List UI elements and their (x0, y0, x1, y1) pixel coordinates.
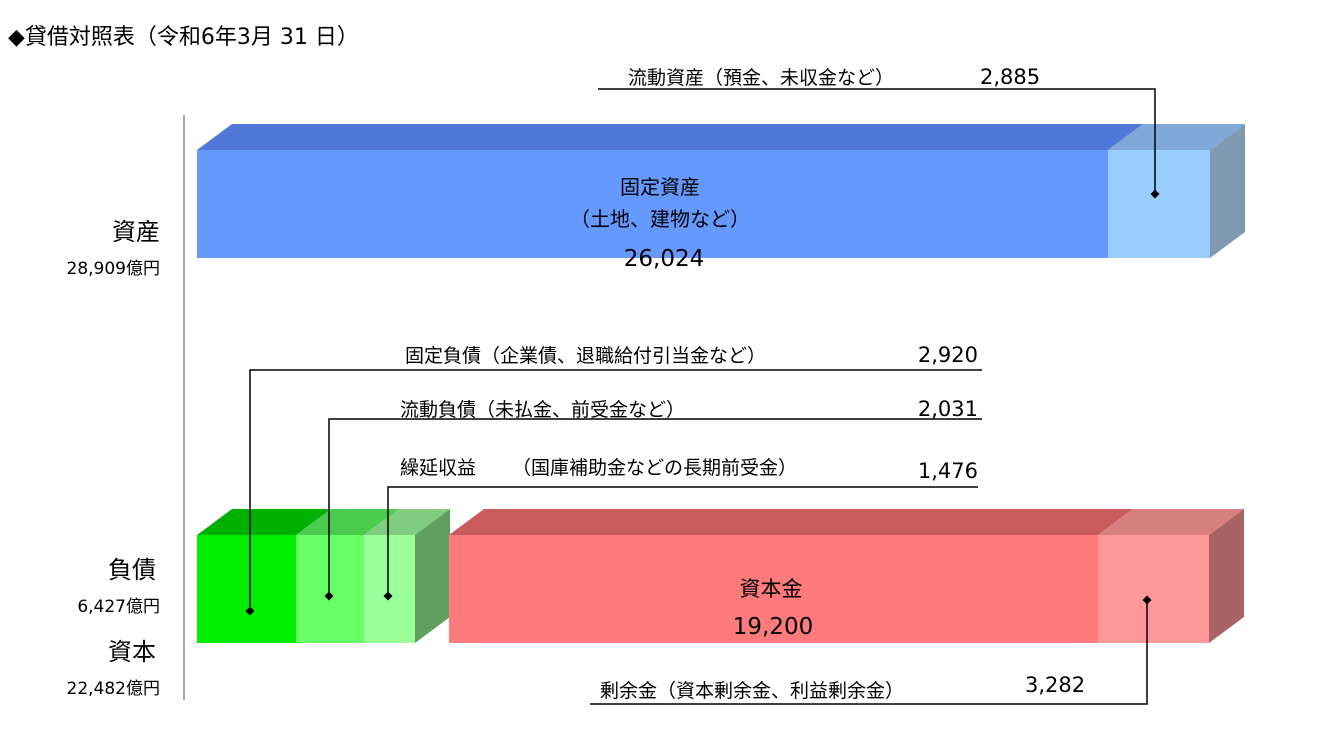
category-assets-label: 資産 (112, 218, 160, 246)
bar-current-liabilities (296, 535, 364, 643)
bar-capital-stock (449, 535, 1098, 643)
liabilities-bar-group (197, 509, 450, 643)
surplus-value-label: 3,282 (1025, 673, 1085, 697)
deferred-revenue-leader-line (383, 486, 978, 601)
current-liabilities-value-label: 2,031 (918, 397, 978, 421)
deferred-revenue-value-label: 1,476 (918, 459, 978, 483)
deferred-revenue-label-2: （国庫補助金などの長期前受金） (512, 457, 797, 479)
capital-bar-group (449, 509, 1244, 643)
bar-fixed-liabilities (197, 535, 296, 643)
bar-fixed-assets (197, 150, 1108, 258)
fixed-assets-label-2: （土地、建物など） (570, 207, 750, 231)
current-assets-leader-line (598, 88, 1160, 199)
capital-stock-label: 資本金 (740, 577, 803, 601)
current-assets-label: 流動資産（預金、未収金など） (628, 67, 894, 89)
bar-current-assets (1108, 150, 1210, 258)
category-liabilities-label: 負債 (108, 556, 156, 584)
deferred-revenue-label-1: 繰延収益 (400, 457, 476, 479)
bar-surplus (1098, 535, 1209, 643)
bar-current-liabilities-top (296, 509, 399, 535)
fixed-liabilities-leader-line (245, 369, 982, 616)
fixed-liabilities-label: 固定負債（企業債、退職給付引当金など） (405, 345, 766, 367)
bar-fixed-assets-top (197, 124, 1143, 150)
category-assets-total: 28,909億円 (67, 259, 160, 279)
surplus-label: 剰余金（資本剰余金、利益剰余金） (600, 680, 904, 702)
category-liabilities-total: 6,427億円 (77, 597, 160, 617)
current-liabilities-leader-line (324, 418, 982, 601)
bar-current-assets-top (1108, 124, 1245, 150)
bar-surplus-top (1098, 509, 1244, 535)
current-liabilities-label: 流動負債（未払金、前受金など） (400, 399, 685, 421)
bar-fixed-liabilities-top (197, 509, 331, 535)
bar-capital-stock-top (449, 509, 1133, 535)
asset-bar-group (197, 124, 1245, 258)
bar-capital-side (1209, 509, 1244, 643)
bar-liabilities-side (415, 509, 450, 643)
chart-title: ◆貸借対照表（令和6年3月 31 日） (8, 25, 359, 50)
fixed-liabilities-value-label: 2,920 (918, 343, 978, 367)
category-capital-label: 資本 (108, 638, 156, 666)
bar-deferred-revenue-top (364, 509, 450, 535)
fixed-assets-value-label: 26,024 (624, 246, 704, 272)
bar-deferred-revenue (364, 535, 415, 643)
fixed-assets-label-1: 固定資産 (620, 175, 700, 199)
bar-assets-side (1210, 124, 1245, 258)
capital-stock-value-label: 19,200 (733, 614, 813, 640)
surplus-leader-line (590, 595, 1152, 705)
current-assets-value-label: 2,885 (980, 65, 1040, 89)
category-capital-total: 22,482億円 (67, 679, 160, 699)
